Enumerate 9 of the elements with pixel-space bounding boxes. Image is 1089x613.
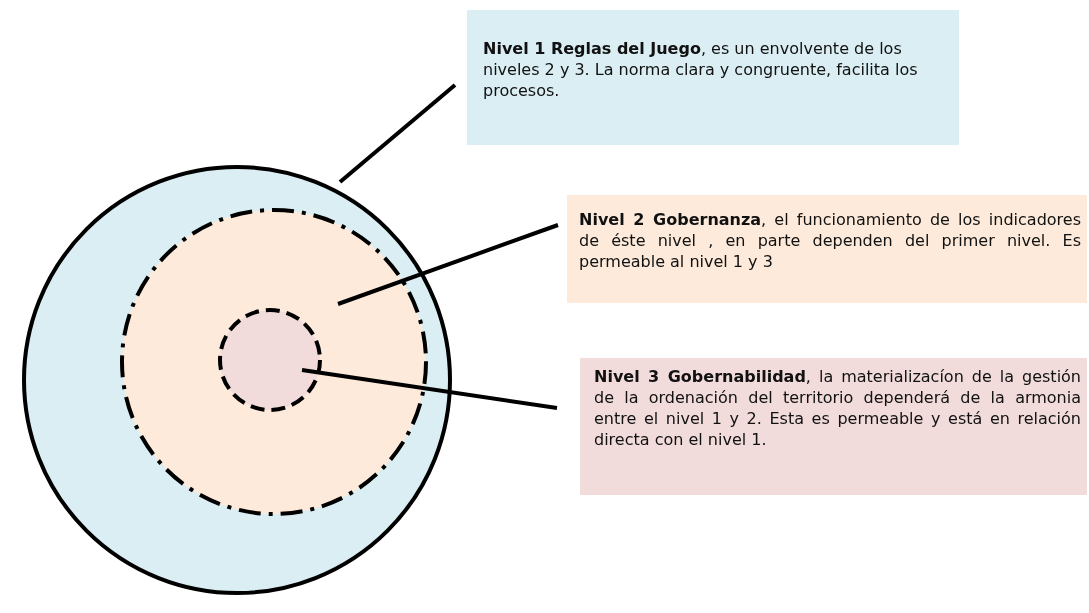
leader-line [301,368,558,410]
leader-line [337,223,559,306]
callout-box [567,195,1087,303]
callout-box [580,358,1087,495]
callout-text: Nivel 3 Gobernabilidad, la materializacíon de la gestión de la ordenación del territorio dependerá de la armonia entre el nivel 1 y 2. Esta es permeable y está en relación directa con el nivel 1. [594,366,1081,450]
callout-box [467,10,959,145]
callout-text: Nivel 2 Gobernanza, el funcionamiento de los indicadores de éste nivel , en parte dependen del primer nivel. Es permeable al nivel 1 y 3 [579,209,1081,272]
callout-text: Nivel 1 Reglas del Juego, es un envolvente de los niveles 2 y 3. La norma clara y congruente, facilita los procesos. [483,38,919,101]
leader-line [338,83,457,184]
